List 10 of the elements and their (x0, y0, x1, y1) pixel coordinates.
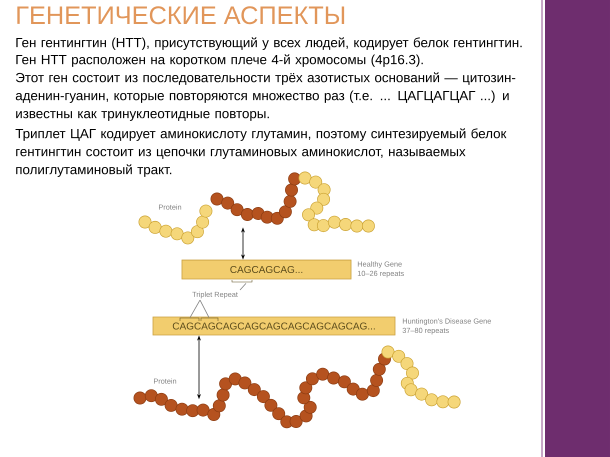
leader-line (200, 300, 210, 318)
leader-line (190, 300, 200, 318)
paragraph: Этот ген состоит из последовательности трёх азотистых оснований — цитозин-аденин-гуанин, которые повторяются множество раз (т.е. ... ЦАГЦАГЦАГ ...) и известны как тринуклеотидные повторы. (16, 72, 516, 121)
gene-bar: CAGCAGCAG... (182, 260, 352, 280)
paragraph: Ген НТТ расположен на коротком плече 4-й хромосомы (4р16.3). (16, 54, 423, 67)
gene-bar: CAGCAGCAGCAGCAGCAGCAGCAGCAG... (152, 316, 396, 336)
slide-title: ГЕНЕТИЧЕСКИЕ АСПЕКТЫ (17, 6, 344, 24)
leader-line (240, 282, 246, 290)
paragraph: Триплет ЦАГ кодирует аминокислоту глутамин, поэтому синтезируемый белок гентингтин состоит из цепочки глутаминовых аминокислот, называемых полиглутаминовый тракт. (16, 128, 506, 177)
paragraph: Ген гентингтин (НТТ), присутствующий у всех людей, кодирует белок гентингтин. (16, 37, 522, 50)
